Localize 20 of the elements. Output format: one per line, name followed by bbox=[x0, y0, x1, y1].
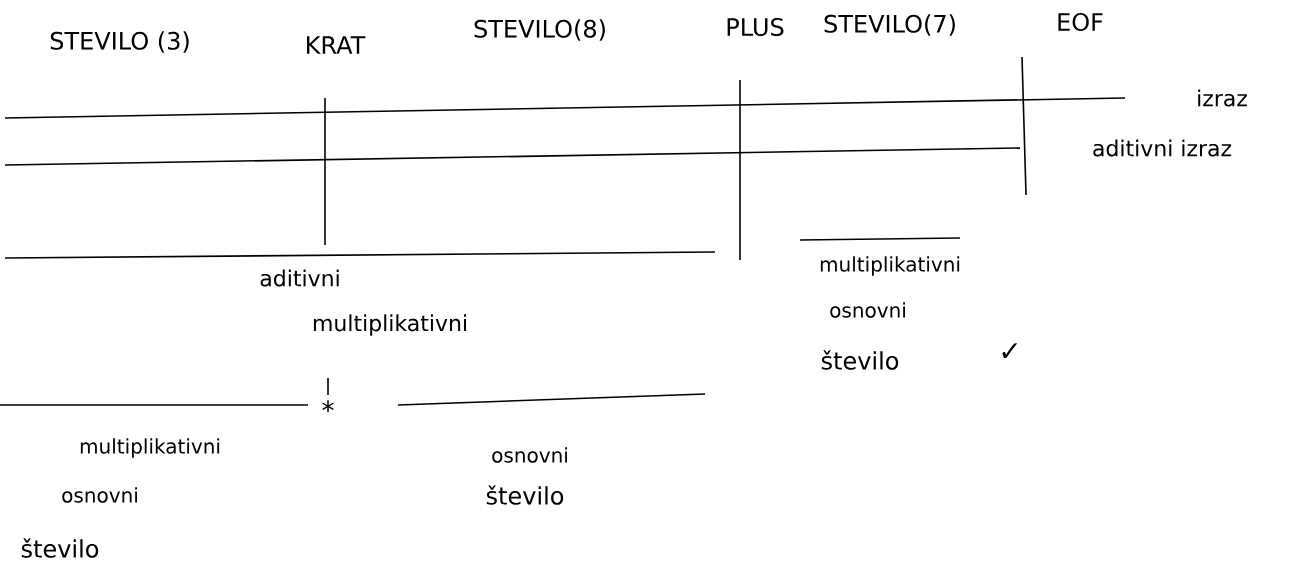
token-label: STEVILO(8) bbox=[474, 19, 605, 41]
operator-symbol: * bbox=[322, 400, 334, 413]
check-mark: ✓ bbox=[1002, 343, 1017, 359]
token-label: STEVILO (3) bbox=[50, 31, 189, 53]
rule-label: multiplikativni bbox=[80, 438, 220, 458]
rule-label: osnovni bbox=[830, 302, 905, 318]
token-label: PLUS bbox=[727, 17, 784, 37]
rule-label: aditivni bbox=[260, 269, 339, 287]
token-label: STEVILO(7) bbox=[824, 14, 955, 36]
rule-label: izraz bbox=[1198, 89, 1247, 107]
rule-label: osnovni bbox=[492, 447, 567, 463]
rule-label: multiplikativni bbox=[820, 256, 960, 276]
rule-label: multiplikativni bbox=[313, 314, 466, 336]
token-label: EOF bbox=[1058, 12, 1103, 32]
token-label: KRAT bbox=[307, 36, 366, 54]
rule-label: aditivni izraz bbox=[1093, 139, 1232, 157]
rule-label: število bbox=[486, 485, 564, 505]
rule-label: število bbox=[821, 350, 899, 370]
rule-label: število bbox=[21, 538, 99, 558]
rule-label: osnovni bbox=[62, 487, 137, 503]
